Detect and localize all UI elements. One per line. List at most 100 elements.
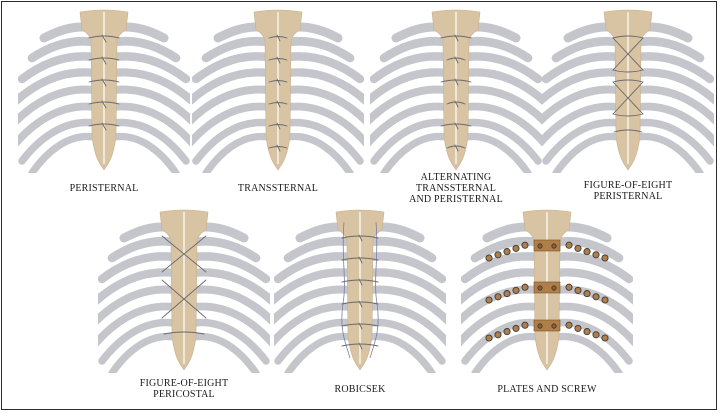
wire-loop [88, 79, 120, 83]
rib-left [542, 52, 623, 84]
rib-left [274, 285, 354, 325]
ribcage-illustration [18, 9, 190, 173]
rib-right [189, 252, 270, 284]
sternal-plate [533, 281, 561, 294]
rib-left [470, 236, 542, 263]
rib-left [370, 68, 451, 105]
wire-cross [161, 279, 207, 319]
rib-right [284, 102, 364, 147]
rib-right [190, 318, 270, 365]
wire-twist [454, 56, 459, 64]
rib-left [18, 52, 99, 84]
screw-hole [485, 296, 493, 304]
screw-hole [485, 334, 493, 342]
screw-hole [592, 293, 600, 301]
rib-left [283, 236, 355, 263]
rib-left [370, 118, 450, 165]
rib-right [366, 285, 446, 325]
wire-cross [161, 235, 207, 273]
rib-right [634, 132, 704, 173]
panel-label: FIGURE-OF-EIGHT PERISTERNAL [583, 180, 673, 202]
wire-twist [358, 234, 363, 242]
wire-twist [101, 56, 107, 65]
screw [537, 323, 543, 329]
rib-left [201, 36, 273, 63]
rib-left [461, 268, 542, 305]
screw-hole [494, 251, 502, 259]
rib-right [365, 268, 446, 305]
rib-right [284, 132, 354, 173]
screw [551, 323, 557, 329]
screw-hole [574, 324, 582, 332]
panel-robicsek: ROBICSEK [274, 208, 446, 408]
rib-right [462, 132, 532, 173]
screw-hole [592, 331, 600, 339]
wire-twist [358, 256, 363, 264]
screw-hole [565, 283, 573, 291]
rib-right [552, 268, 633, 305]
panel-label: ALTERNATING TRANSSTERNAL AND PERISTERNAL [409, 172, 503, 205]
rib-left [98, 285, 178, 325]
rib-right [110, 102, 190, 147]
wire-loop [612, 79, 644, 83]
rib-left [192, 118, 272, 165]
ribcage-illustration [274, 209, 446, 373]
sternal-plate [533, 319, 561, 332]
rib-right [553, 332, 623, 373]
rib-left [98, 302, 178, 347]
rib-right [634, 102, 714, 147]
rib-left [461, 252, 542, 284]
screw-hole [512, 324, 520, 332]
wire-twist [358, 300, 363, 308]
wire-twist [101, 34, 107, 43]
rib-right [462, 118, 542, 165]
rib-right [633, 36, 705, 63]
wire-loop [88, 57, 120, 61]
rib-left [18, 118, 98, 165]
rib-right [553, 318, 633, 365]
rib-right [109, 36, 181, 63]
rib-right [366, 318, 446, 365]
screw-hole [565, 241, 573, 249]
screw-hole [583, 328, 591, 336]
screw-hole [521, 283, 529, 291]
rib-right [634, 118, 714, 165]
wire-twist [358, 278, 363, 286]
rib-left [107, 236, 179, 263]
rib-right [110, 118, 190, 165]
wire-twist [101, 122, 107, 131]
screw-hole [503, 328, 511, 336]
ribcage-illustration [370, 9, 542, 173]
panel-label: TRANSSTERNAL [237, 183, 319, 194]
rib-right [110, 85, 190, 125]
panel-label: PERISTERNAL [69, 183, 139, 194]
rib-left [192, 68, 273, 105]
rib-left [370, 52, 451, 84]
rib-right [462, 85, 542, 125]
rib-left [274, 318, 354, 365]
screw [551, 285, 557, 291]
rib-left [274, 268, 355, 305]
wire-loop [612, 35, 644, 39]
wire-twist [358, 342, 363, 350]
rib-left [18, 102, 98, 147]
ribcage-illustration [461, 209, 633, 373]
screw-hole [485, 254, 493, 262]
screw-hole [592, 251, 600, 259]
rib-left [542, 85, 622, 125]
rib-right [634, 85, 714, 125]
wire-twist [276, 56, 281, 64]
rib-right [552, 252, 633, 284]
rib-left [471, 332, 541, 373]
rib-right [366, 332, 436, 373]
wire-twist [276, 100, 281, 108]
panel-alternating: ALTERNATING TRANSSTERNAL AND PERISTERNAL [370, 8, 542, 208]
rib-left [370, 85, 450, 125]
wire-twist [454, 34, 459, 42]
wire-twist [454, 122, 459, 130]
panel-figure-eight-pericostal: FIGURE-OF-EIGHT PERICOSTAL [98, 208, 270, 408]
rib-right [461, 36, 533, 63]
rib-right [553, 302, 633, 347]
wire-twist [276, 122, 281, 130]
